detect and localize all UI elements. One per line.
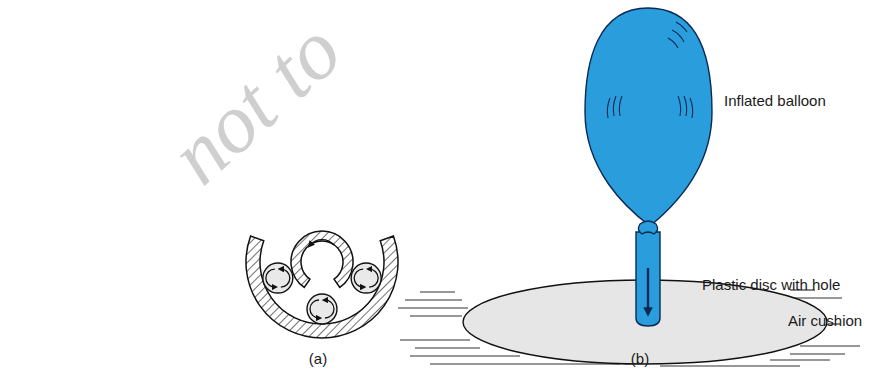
- bearing-ball: [351, 263, 381, 293]
- bearing-ball: [263, 263, 293, 293]
- balloon-shine: [607, 22, 692, 118]
- outer-race: [246, 236, 398, 338]
- balloon-knot: [638, 221, 657, 234]
- part-label: Inflated balloon: [724, 92, 826, 110]
- balloon: [585, 8, 712, 226]
- figure-label: (a): [309, 350, 327, 368]
- rotation-arrow: [310, 240, 334, 245]
- part-label: Air cushion: [788, 312, 862, 330]
- watermark: not to: [150, 0, 361, 205]
- figure-label: (b): [631, 350, 649, 368]
- inner-race: [291, 231, 353, 287]
- balloon-neck: [636, 232, 660, 326]
- part-label: Plastic disc with hole: [702, 276, 840, 294]
- air-flow-arrow: [647, 268, 649, 312]
- ball-bearing: [246, 231, 398, 338]
- bearing-ball: [307, 294, 337, 324]
